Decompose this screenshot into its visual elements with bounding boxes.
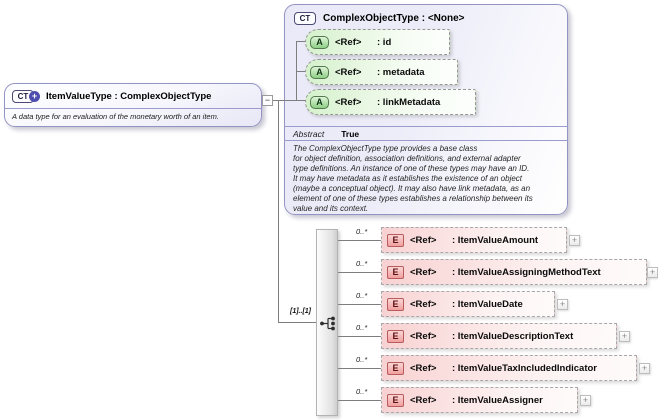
connector-line — [338, 304, 381, 305]
element-ref-label: <Ref> — [410, 330, 437, 342]
attribute-ref-label: <Ref> — [335, 96, 362, 108]
element-name: : ItemValueTaxIncludedIndicator — [452, 362, 597, 374]
element-icon: E — [387, 297, 404, 311]
connector-line — [278, 322, 317, 323]
attribute-icon: A — [310, 65, 329, 79]
element-icon: E — [387, 361, 404, 375]
main-type-description: A data type for an evaluation of the mon… — [12, 112, 219, 121]
attribute-icon: A — [310, 35, 329, 49]
main-type-title: ItemValueType : ComplexObjectType — [46, 91, 212, 102]
expand-icon[interactable]: + — [619, 331, 630, 342]
attribute-link-metadata[interactable]: A <Ref> : linkMetadata — [305, 89, 476, 115]
base-type-documentation: The ComplexObjectType type provides a ba… — [293, 144, 533, 213]
connector-line — [273, 100, 306, 101]
element-icon: E — [387, 233, 404, 247]
attribute-ref-label: <Ref> — [335, 66, 362, 78]
sequence-icon — [319, 315, 337, 337]
element-icon: E — [387, 329, 404, 343]
connector-line — [338, 400, 381, 401]
expand-icon[interactable]: + — [639, 363, 650, 374]
complex-type-plus-icon: CT + — [12, 90, 40, 103]
element-icon: E — [387, 265, 404, 279]
facet-label: Abstract — [293, 128, 325, 139]
occurrence-label: 0..* — [356, 291, 368, 300]
expand-icon[interactable]: + — [647, 267, 658, 278]
attribute-ref-label: <Ref> — [335, 36, 362, 48]
element-ref-label: <Ref> — [410, 298, 437, 310]
attribute-name: : linkMetadata — [377, 96, 441, 108]
base-type-header: CT ComplexObjectType : <None> — [285, 5, 567, 25]
element-name: : ItemValueAssigningMethodText — [452, 266, 601, 278]
base-type-title: ComplexObjectType : <None> — [323, 13, 465, 24]
element-name: : ItemValueAssigner — [452, 394, 543, 406]
connector-line — [278, 100, 279, 322]
attribute-id[interactable]: A <Ref> : id — [305, 29, 450, 55]
element-ref-label: <Ref> — [410, 234, 437, 246]
connector-line — [297, 71, 306, 72]
element-icon: E — [387, 393, 404, 407]
element-item-value-amount[interactable]: E <Ref> : ItemValueAmount — [381, 227, 567, 253]
connector-line — [296, 41, 297, 101]
connector-line — [338, 336, 381, 337]
facet-row-abstract: Abstract True — [284, 126, 568, 141]
expand-icon[interactable]: + — [557, 299, 568, 310]
connector-line — [338, 272, 381, 273]
expand-icon[interactable]: + — [580, 395, 591, 406]
plus-badge-icon: + — [29, 91, 40, 102]
occurrence-label: 0..* — [356, 227, 368, 236]
element-ref-label: <Ref> — [410, 266, 437, 278]
element-item-value-date[interactable]: E <Ref> : ItemValueDate — [381, 291, 555, 317]
attribute-metadata[interactable]: A <Ref> : metadata — [305, 59, 458, 85]
sequence-compositor[interactable] — [316, 229, 338, 416]
occurrence-label: 0..* — [356, 259, 368, 268]
element-name: : ItemValueDate — [452, 298, 523, 310]
occurrence-label: 0..* — [356, 355, 368, 364]
occurrence-label: 0..* — [356, 387, 368, 396]
expand-icon[interactable]: + — [569, 235, 580, 246]
element-item-value-description-text[interactable]: E <Ref> : ItemValueDescriptionText — [381, 323, 617, 349]
element-name: : ItemValueAmount — [452, 234, 539, 246]
occurrence-label: 0..* — [356, 323, 368, 332]
attribute-name: : id — [377, 36, 392, 48]
element-name: : ItemValueDescriptionText — [452, 330, 574, 342]
element-item-value-assigning-method-text[interactable]: E <Ref> : ItemValueAssigningMethodText — [381, 259, 647, 285]
type-box-item-value-type[interactable]: CT + ItemValueType : ComplexObjectType A… — [4, 83, 262, 127]
cardinality-label: [1]..[1] — [290, 308, 311, 315]
element-ref-label: <Ref> — [410, 394, 437, 406]
collapse-toggle[interactable]: − — [262, 95, 273, 106]
element-item-value-assigner[interactable]: E <Ref> : ItemValueAssigner — [381, 387, 578, 413]
connector-line — [297, 41, 306, 42]
element-ref-label: <Ref> — [410, 362, 437, 374]
element-item-value-tax-included-indicator[interactable]: E <Ref> : ItemValueTaxIncludedIndicator — [381, 355, 637, 381]
facet-value: True — [341, 128, 360, 139]
connector-line — [338, 368, 381, 369]
complex-type-icon: CT — [294, 12, 316, 25]
attribute-name: : metadata — [377, 66, 425, 78]
main-type-header: CT + ItemValueType : ComplexObjectType — [5, 84, 261, 103]
divider — [5, 108, 261, 109]
attribute-icon: A — [310, 95, 329, 109]
connector-line — [338, 240, 381, 241]
